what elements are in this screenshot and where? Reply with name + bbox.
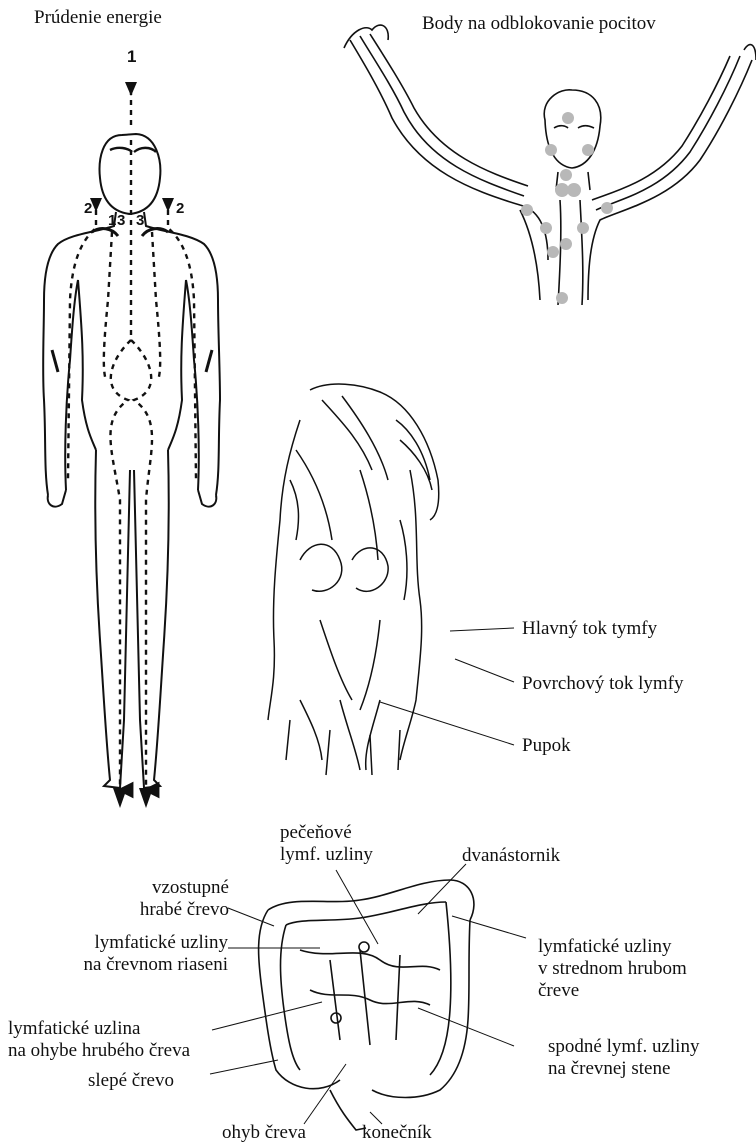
label-mesentery-lymph-nodes: lymfatické uzliny na črevnom riaseni — [34, 932, 228, 976]
label-main-lymph-flow: Hlavný tok tymfy — [522, 618, 657, 640]
label-ascending-colon: vzostupné hrabé črevo — [104, 877, 229, 921]
energy-flow-title: Prúdenie energie — [34, 7, 162, 29]
label-surface-lymph-flow: Povrchový tok lymfy — [522, 673, 684, 695]
energy-marker-3-right: 3 — [136, 210, 144, 232]
label-navel: Pupok — [522, 735, 571, 757]
label-middle-colon-lymph-nodes: lymfatické uzliny v strednom hrubom črev… — [538, 936, 687, 1002]
label-rectum: konečník — [362, 1122, 432, 1144]
label-colon-bend: ohyb čreva — [222, 1122, 306, 1144]
label-cecum: slepé črevo — [88, 1070, 174, 1092]
colon-leader-lines — [210, 864, 526, 1124]
lymph-leader-lines — [380, 628, 514, 745]
energy-flow-lines — [68, 90, 196, 790]
energy-marker-2-left: 2 — [84, 198, 92, 220]
colon-figure — [259, 880, 474, 1130]
label-lower-wall-lymph-nodes: spodné lymf. uzliny na črevnej stene — [548, 1036, 699, 1080]
unblock-points-title: Body na odblokovanie pocitov — [422, 13, 656, 35]
label-flexure-lymph-node: lymfatické uzlina na ohybe hrubého čreva — [8, 1018, 190, 1062]
energy-marker-1-left-small: 1 — [108, 210, 116, 232]
energy-marker-2-right: 2 — [176, 198, 184, 220]
label-liver-lymph-nodes: pečeňové lymf. uzliny — [280, 822, 373, 866]
lymph-flow-figure — [268, 384, 439, 775]
energy-marker-1: 1 — [127, 46, 136, 68]
unblock-points-figure — [344, 25, 756, 305]
label-duodenum: dvanástornik — [462, 845, 560, 867]
energy-marker-3-left: 3 — [117, 210, 125, 232]
